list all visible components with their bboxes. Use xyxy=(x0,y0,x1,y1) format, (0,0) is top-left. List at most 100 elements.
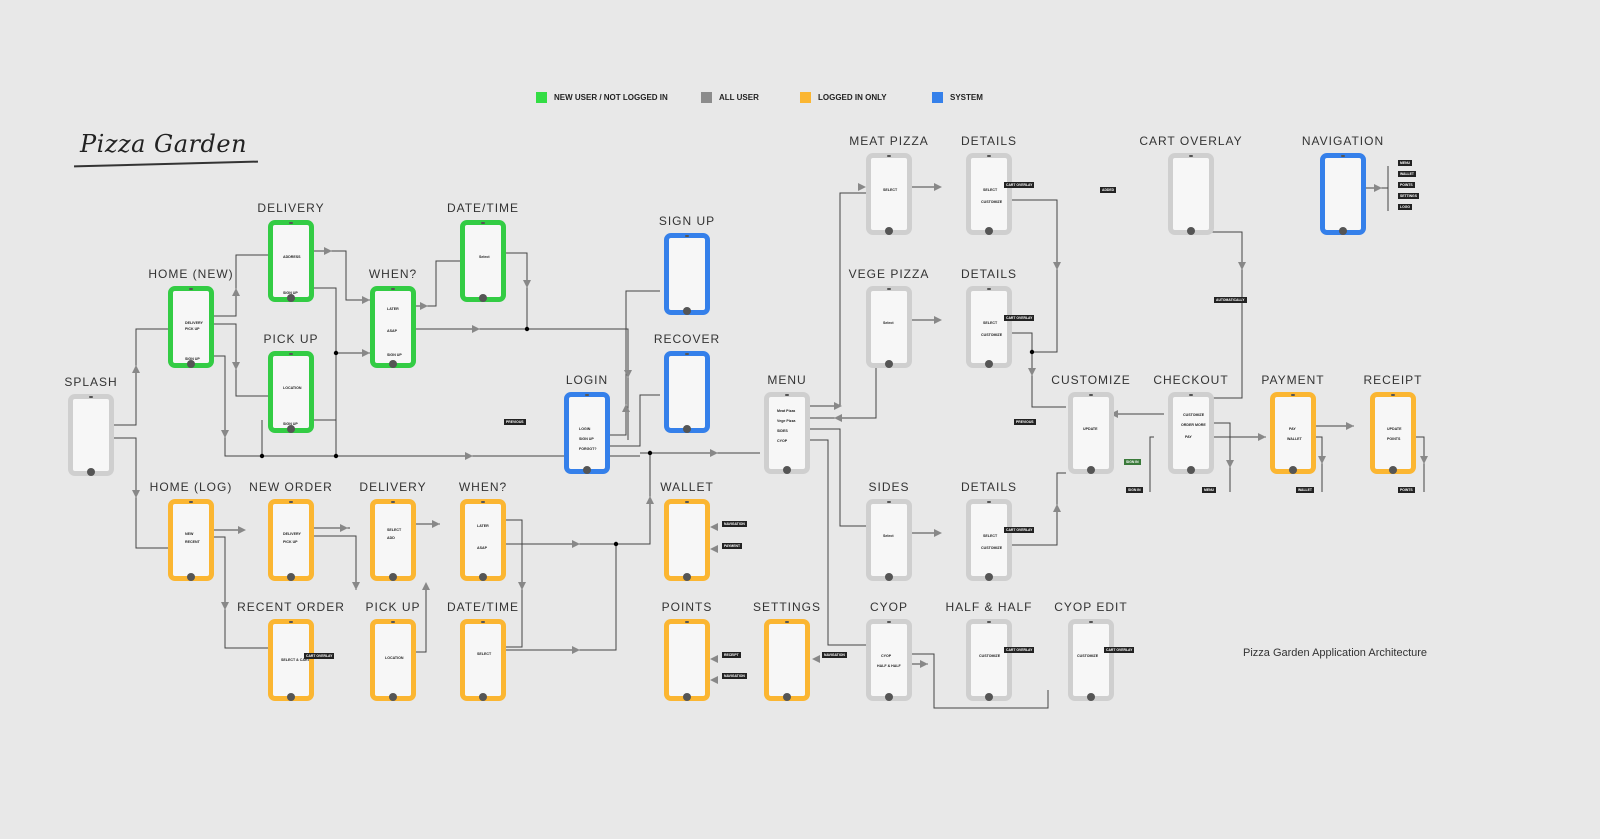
screen-pickup-new[interactable]: LOCATION SIGN UP xyxy=(268,351,314,433)
screen-delivery-log[interactable]: SELECT ADD xyxy=(370,499,416,581)
tag-cart-half[interactable]: CART OVERLAY xyxy=(1004,647,1035,653)
screen-option[interactable]: SELECT & CART xyxy=(281,658,310,662)
screen-option[interactable]: Select xyxy=(883,534,894,538)
screen-option[interactable]: WALLET xyxy=(1287,437,1302,441)
screen-navigation[interactable] xyxy=(1320,153,1366,235)
screen-receipt[interactable]: UPDATE POINTS xyxy=(1370,392,1416,474)
screen-checkout[interactable]: CUSTOMIZE ORDER MORE PAY xyxy=(1168,392,1214,474)
screen-details-sides[interactable]: SELECT CUSTOMIZE xyxy=(966,499,1012,581)
screen-option[interactable]: SIGN UP xyxy=(283,422,298,426)
screen-sides[interactable]: Select xyxy=(866,499,912,581)
screen-details-vege[interactable]: SELECT CUSTOMIZE xyxy=(966,286,1012,368)
tag-cart-details-vege[interactable]: CART OVERLAY xyxy=(1004,315,1035,321)
screen-signup[interactable] xyxy=(664,233,710,315)
screen-login[interactable]: LOGIN SIGN UP FORGOT? xyxy=(564,392,610,474)
screen-option[interactable]: PICK UP xyxy=(185,327,200,331)
screen-option[interactable]: PICK UP xyxy=(283,540,298,544)
screen-option[interactable]: SELECT xyxy=(983,321,998,325)
screen-home-log[interactable]: NEW RECENT xyxy=(168,499,214,581)
screen-option[interactable]: UPDATE xyxy=(1387,427,1402,431)
screen-new-order[interactable]: DELIVERY PICK UP xyxy=(268,499,314,581)
screen-cart-overlay[interactable] xyxy=(1168,153,1214,235)
screen-option[interactable]: Vege Pizza xyxy=(777,419,796,423)
screen-recent-order[interactable]: SELECT & CART xyxy=(268,619,314,701)
screen-option[interactable]: ASAP xyxy=(477,546,487,550)
screen-option[interactable]: CUSTOMIZE xyxy=(1077,654,1099,658)
tag-added[interactable]: ADDED xyxy=(1100,187,1117,193)
tag-nav1[interactable]: MENU xyxy=(1398,160,1412,166)
screen-option[interactable]: LOGIN xyxy=(579,427,591,431)
screen-option[interactable]: SIGN UP xyxy=(185,357,200,361)
screen-option[interactable]: POINTS xyxy=(1387,437,1401,441)
tag-nav2[interactable]: WALLET xyxy=(1398,171,1416,177)
screen-option[interactable]: ORDER MORE xyxy=(1181,423,1206,427)
screen-pickup-log[interactable]: LOCATION xyxy=(370,619,416,701)
tag-cart-details-meat[interactable]: CART OVERLAY xyxy=(1004,182,1035,188)
tag-points-receipt[interactable]: RECEIPT xyxy=(722,652,741,658)
screen-option[interactable]: RECENT xyxy=(185,540,200,544)
screen-option[interactable]: ADDRESS xyxy=(283,255,301,259)
screen-option[interactable]: SELECT xyxy=(983,188,998,192)
tag-wallet-pay[interactable]: PAYMENT xyxy=(722,543,743,549)
screen-option[interactable]: UPDATE xyxy=(1083,427,1098,431)
screen-option[interactable]: SIGN UP xyxy=(387,353,402,357)
screen-option[interactable]: SELECT xyxy=(387,528,402,532)
screen-datetime-new[interactable]: Select xyxy=(460,220,506,302)
screen-option[interactable]: FORGOT? xyxy=(579,447,597,451)
screen-option[interactable]: CUSTOMIZE xyxy=(979,654,1001,658)
tag-settings-nav[interactable]: NAVIGATION xyxy=(822,652,847,658)
screen-option[interactable]: HALF & HALF xyxy=(877,664,901,668)
screen-option[interactable]: LOCATION xyxy=(385,656,404,660)
screen-option[interactable]: CUSTOMIZE xyxy=(981,546,1003,550)
screen-option[interactable]: ASAP xyxy=(387,329,397,333)
tag-nav4[interactable]: SETTINGS xyxy=(1398,193,1419,199)
screen-option[interactable]: LATER xyxy=(387,307,399,311)
screen-option[interactable]: Select xyxy=(883,321,894,325)
screen-option[interactable]: LATER xyxy=(477,524,489,528)
screen-datetime-log[interactable]: SELECT xyxy=(460,619,506,701)
screen-option[interactable]: DELIVERY xyxy=(185,321,203,325)
screen-option[interactable]: SELECT xyxy=(477,652,492,656)
screen-option[interactable]: PAY xyxy=(1289,427,1296,431)
screen-option[interactable]: SIDES xyxy=(777,429,788,433)
tag-nav3[interactable]: POINTS xyxy=(1398,182,1415,188)
screen-option[interactable]: PAY xyxy=(1185,435,1192,439)
screen-option[interactable]: Meat Pizza xyxy=(777,409,796,413)
screen-delivery-new[interactable]: ADDRESS SIGN UP xyxy=(268,220,314,302)
screen-recover[interactable] xyxy=(664,351,710,433)
screen-option[interactable]: CUSTOMIZE xyxy=(1183,413,1205,417)
screen-settings[interactable] xyxy=(764,619,810,701)
screen-meat-pizza[interactable]: SELECT xyxy=(866,153,912,235)
tag-cart-recent[interactable]: CART OVERLAY xyxy=(304,653,335,659)
screen-option[interactable]: SIGN UP xyxy=(579,437,594,441)
tag-checkout-signin2[interactable]: SIGN IN xyxy=(1126,487,1143,493)
tag-wallet-nav[interactable]: NAVIGATION xyxy=(722,521,747,527)
screen-option[interactable]: DELIVERY xyxy=(283,532,301,536)
screen-option[interactable]: LOCATION xyxy=(283,386,302,390)
screen-wallet[interactable] xyxy=(664,499,710,581)
screen-option[interactable]: ADD xyxy=(387,536,395,540)
screen-option[interactable]: CUSTOMIZE xyxy=(981,333,1003,337)
screen-points[interactable] xyxy=(664,619,710,701)
tag-nav5[interactable]: LOGO xyxy=(1398,204,1412,210)
screen-when-new[interactable]: LATER ASAP SIGN UP xyxy=(370,286,416,368)
screen-payment[interactable]: PAY WALLET xyxy=(1270,392,1316,474)
screen-cyop-edit[interactable]: CUSTOMIZE xyxy=(1068,619,1114,701)
screen-option[interactable]: Select xyxy=(479,255,490,259)
screen-option[interactable]: NEW xyxy=(185,532,194,536)
tag-payment-wallet[interactable]: WALLET xyxy=(1296,487,1314,493)
screen-option[interactable]: SELECT xyxy=(983,534,998,538)
tag-cart-details-sides[interactable]: CART OVERLAY xyxy=(1004,527,1035,533)
screen-home-new[interactable]: DELIVERY PICK UP SIGN UP xyxy=(168,286,214,368)
screen-customize[interactable]: UPDATE xyxy=(1068,392,1114,474)
tag-receipt-points[interactable]: POINTS xyxy=(1398,487,1415,493)
screen-option[interactable]: SIGN UP xyxy=(283,291,298,295)
tag-login-prev[interactable]: PREVIOUS xyxy=(504,419,526,425)
screen-vege-pizza[interactable]: Select xyxy=(866,286,912,368)
tag-customize-prev[interactable]: PREVIOUS xyxy=(1014,419,1036,425)
tag-checkout-signin[interactable]: SIGN IN xyxy=(1124,459,1141,465)
tag-checkout-menu[interactable]: MENU xyxy=(1202,487,1216,493)
